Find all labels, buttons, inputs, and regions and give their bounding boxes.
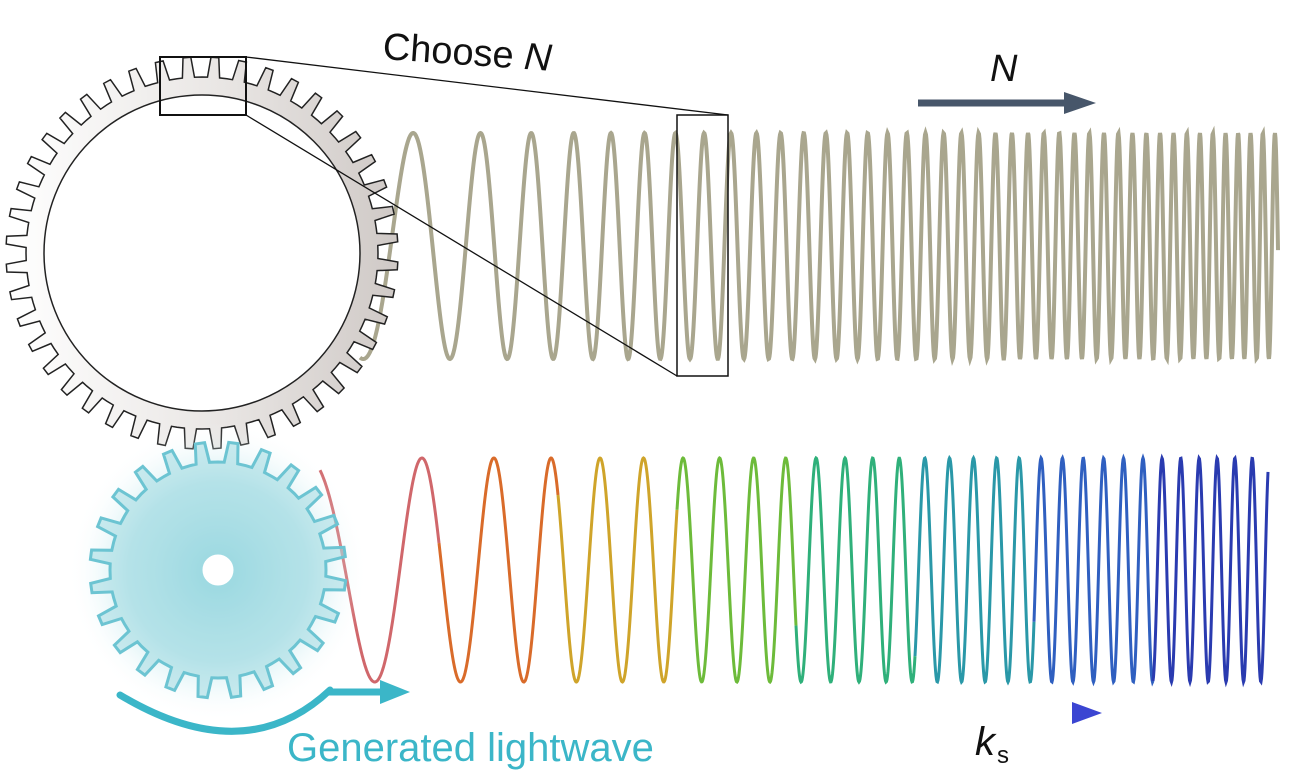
zoom-line-top [245, 56, 729, 116]
wave-segment [1151, 453, 1270, 688]
wave-segment [794, 455, 917, 685]
gear-hub [202, 554, 234, 586]
zoom-line-bottom [245, 114, 678, 377]
ks-arrow-label: ks [975, 722, 1009, 768]
n-arrow-label: N [990, 48, 1018, 90]
arrow-right-icon [918, 702, 1102, 724]
generated-lightwave-label: Generated lightwave [287, 726, 654, 770]
wave-segment [913, 454, 1036, 686]
upper-chirp-wave [358, 125, 1280, 367]
small-gear [68, 422, 368, 722]
choose-var: N [522, 35, 554, 80]
ks-main: k [975, 720, 995, 764]
wave-segment [675, 456, 798, 685]
arrow-right-icon [918, 92, 1096, 114]
gear-zoom-box [159, 56, 247, 116]
wave-segment [556, 456, 679, 684]
wave-zoom-box [676, 114, 729, 377]
curved-arrow-icon [116, 680, 410, 735]
wave-segment [1032, 453, 1155, 687]
ks-sub: s [997, 742, 1009, 769]
lower-spectrum-wave [318, 453, 1270, 688]
wave-segment [437, 456, 560, 684]
